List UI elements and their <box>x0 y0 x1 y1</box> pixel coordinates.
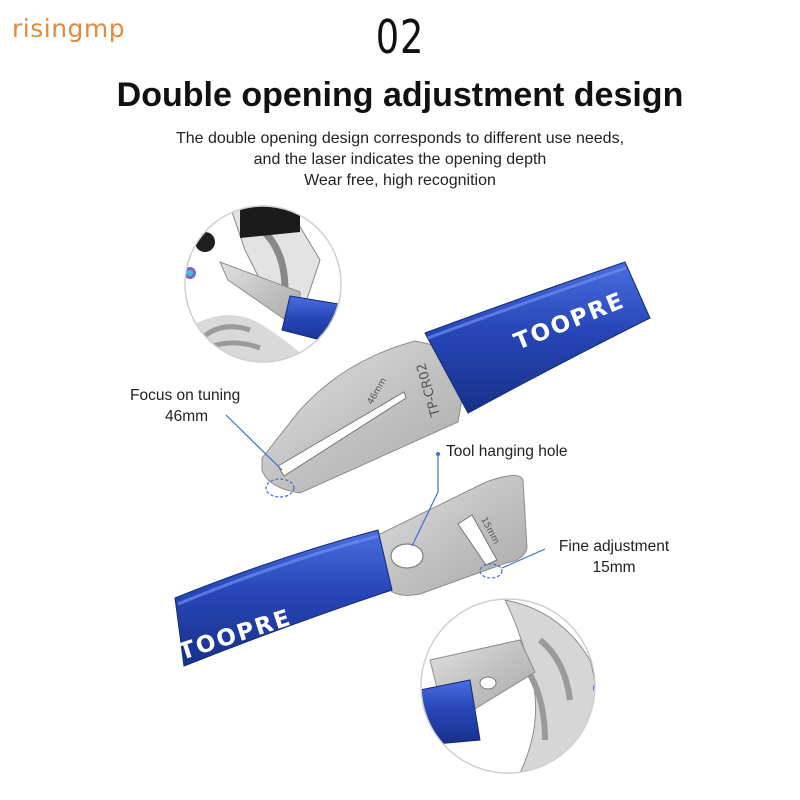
hanging-hole-callout-line <box>411 454 439 547</box>
upper-callout-line <box>225 414 283 471</box>
upper-tool: TOOPRE TP-CR02 46mm <box>225 261 651 498</box>
callout-focus-tuning-value: 46mm <box>165 408 209 425</box>
upper-tool-handle <box>424 261 651 414</box>
lower-slot-highlight <box>479 563 503 579</box>
description-line-1: The double opening design corresponds to… <box>175 130 625 147</box>
callout-fine-adjustment-value: 15mm <box>592 559 636 576</box>
description-line-3: Wear free, high recognition <box>304 172 496 189</box>
upper-tool-slot-46mm <box>277 391 407 477</box>
description: The double opening design corresponds to… <box>0 128 800 191</box>
callout-hanging-hole: Tool hanging hole <box>446 441 568 462</box>
section-number: 02 <box>375 10 425 64</box>
lower-tool-blade <box>371 475 528 596</box>
lower-tool-slot-15mm <box>457 514 498 566</box>
lower-tool-handle <box>174 529 393 667</box>
description-line-2: and the laser indicates the opening dept… <box>253 151 547 168</box>
callout-focus-tuning: Focus on tuning 46mm <box>130 385 240 427</box>
callout-focus-tuning-label: Focus on tuning <box>130 387 241 404</box>
inset-upper-usage <box>184 205 342 363</box>
watermark: risingmp <box>12 14 126 43</box>
lower-callout-line <box>501 548 546 569</box>
inset-lower-usage <box>420 598 596 774</box>
lower-tool-hanging-hole <box>390 543 424 569</box>
lower-tool: TOOPRE 15mm <box>174 452 546 667</box>
upper-slot-highlight <box>265 478 295 498</box>
callout-fine-adjustment: Fine adjustment 15mm <box>553 536 675 578</box>
page-title: Double opening adjustment design <box>116 76 684 114</box>
callout-fine-adjustment-label: Fine adjustment <box>558 538 670 555</box>
callout-hanging-hole-label: Tool hanging hole <box>446 443 568 460</box>
